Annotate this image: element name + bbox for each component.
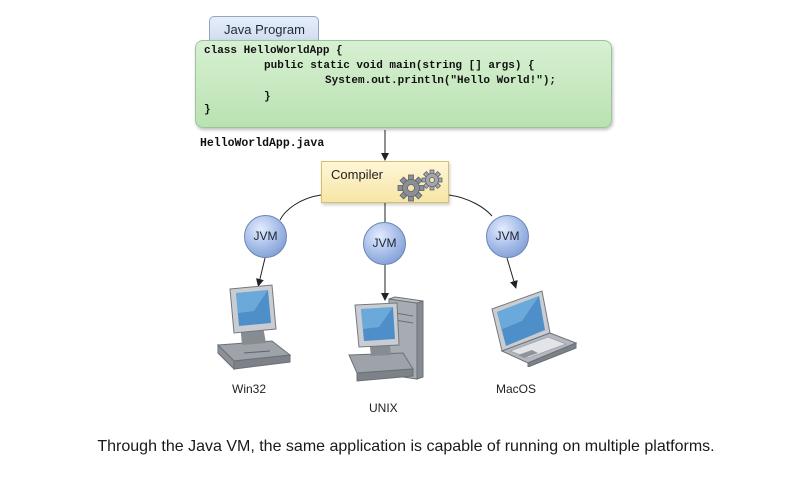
figure-caption: Through the Java VM, the same applicatio… [97,438,715,455]
line-compiler-to-jvm-right [448,194,493,217]
compiler-box: Compiler [321,161,449,203]
java-program-tab: Java Program [209,16,319,42]
source-filename: HelloWorldApp.java [200,137,325,150]
arrow-jvm-to-macos [506,257,518,289]
code-line-3: System.out.println("Hello World!"); [325,75,557,87]
gears-icon [397,169,443,202]
platform-label-unix: UNIX [369,401,398,415]
code-line-1: class HelloWorldApp { [204,45,343,57]
platform-label-win32: Win32 [232,382,267,396]
platform-label-macos: MacOS [496,382,537,396]
laptop-icon [491,290,578,367]
code-line-5: } [204,104,211,116]
jvm-circle-macos: JVM [486,215,529,258]
compiler-label: Compiler [331,167,384,182]
source-code-box [195,40,612,128]
desktop-computer-icon [216,284,292,371]
line-compiler-to-jvm-left [279,194,322,221]
jvm-circle-win32: JVM [244,215,287,258]
code-line-2: public static void main(string [] args) … [264,60,535,72]
code-line-4: } [264,91,271,103]
jvm-circle-unix: JVM [363,222,406,265]
tower-computer-icon [348,296,424,382]
arrow-jvm-to-win32 [256,257,266,287]
